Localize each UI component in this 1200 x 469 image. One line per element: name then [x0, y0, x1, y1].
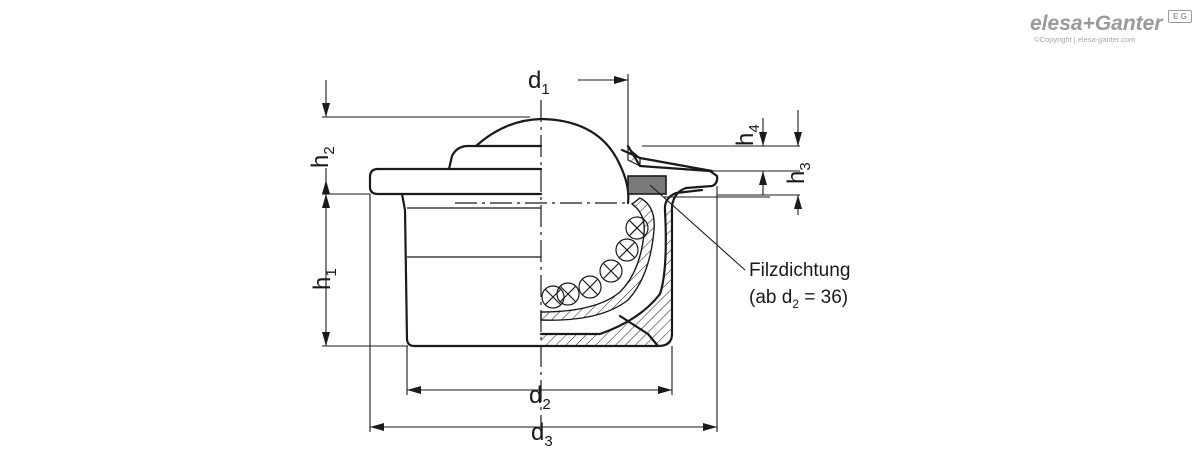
dimension-arrows	[322, 76, 802, 431]
label-h3: h3	[783, 162, 814, 184]
label-d1: d1	[528, 67, 550, 98]
support-balls	[541, 216, 649, 309]
brand-name: elesa+Ganter	[1030, 12, 1163, 35]
section-half-view	[539, 117, 719, 348]
label-h1: h1	[309, 268, 340, 290]
felt-seal	[627, 175, 667, 195]
callout-line1: Filzdichtung	[749, 260, 850, 281]
felt-seal-callout: Filzdichtung (ab d2 = 36)	[749, 260, 850, 311]
label-h2: h2	[307, 146, 338, 168]
brand-logo: elesa+Ganter E G ©Copyright | elesa-gant…	[1030, 10, 1195, 46]
callout-line2: (ab d2 = 36)	[749, 287, 848, 311]
label-d2: d2	[529, 382, 551, 413]
brand-badge: E G	[1168, 10, 1192, 23]
label-d3: d3	[531, 419, 553, 450]
construction-lines	[322, 74, 800, 440]
brand-copyright: ©Copyright | elesa-ganter.com	[1034, 35, 1136, 44]
label-h4: h4	[732, 124, 763, 146]
exterior-half-view	[368, 117, 543, 348]
dimension-labels: d1 d2 d3 h2 h1 h4 h3	[307, 67, 814, 450]
